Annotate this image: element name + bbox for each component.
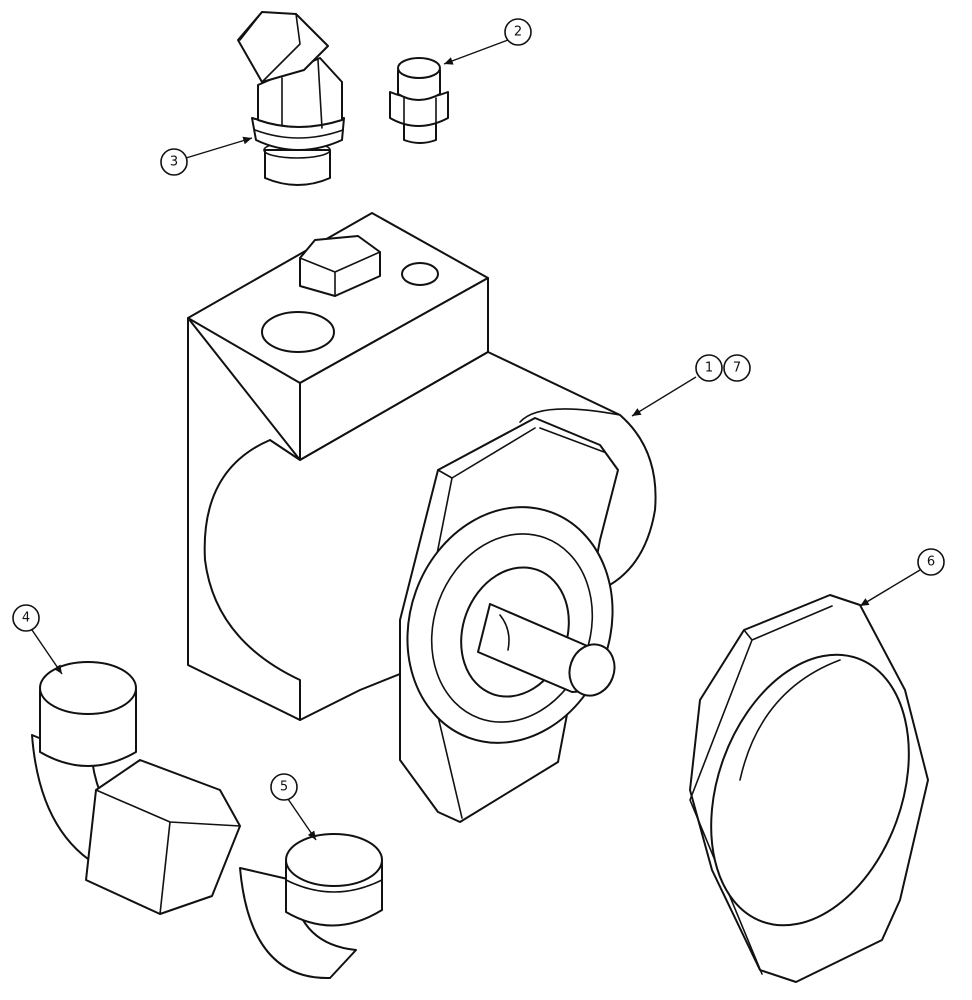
callout-4-label: 4 (22, 611, 30, 626)
callout-5: 5 (270, 773, 317, 841)
callout-5-label: 5 (280, 780, 288, 795)
part-5-small-elbow (239, 833, 383, 980)
part-4-elbow-fitting (31, 661, 241, 915)
callout-3: 3 (160, 136, 253, 176)
part-3-angled-fitting (237, 11, 345, 186)
callout-1-7: 1 7 (631, 354, 751, 417)
callout-1-label: 1 (705, 361, 713, 376)
callout-2: 2 (443, 18, 532, 65)
part-6-gasket (689, 594, 929, 983)
callout-4: 4 (12, 604, 63, 675)
callout-6-label: 6 (927, 555, 935, 570)
callout-6: 6 (859, 548, 945, 607)
callout-7-label: 7 (733, 361, 741, 376)
part-1-pump-body (187, 212, 657, 823)
callout-3-label: 3 (170, 155, 178, 170)
callout-2-label: 2 (514, 25, 522, 40)
part-2-straight-fitting (389, 57, 449, 144)
